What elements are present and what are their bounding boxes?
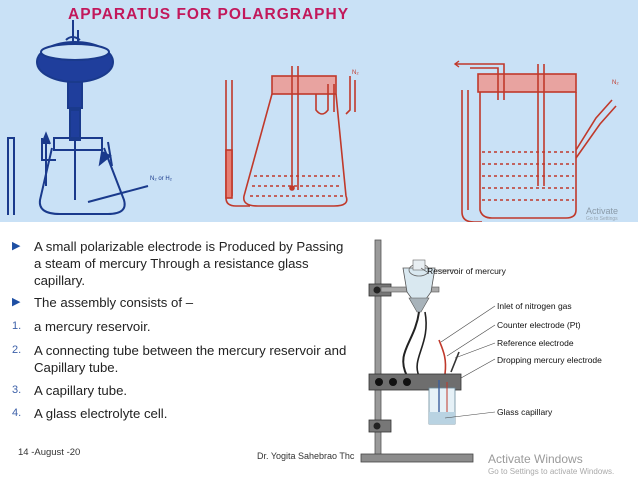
- leader-line: [454, 342, 496, 359]
- sketch3-arrow: [453, 60, 466, 68]
- dropping-mercury-apparatus: Reservoir of mercury Inlet of nitrogen g…: [360, 239, 602, 463]
- footer-author: Dr. Yogita Sahebrao Thc: [257, 451, 355, 461]
- slide-title: APPARATUS FOR POLARGRAPHY: [68, 6, 350, 23]
- footer-date: 14 -August -20: [18, 447, 81, 458]
- clamp-screw: [373, 422, 381, 430]
- clamp-screw: [373, 286, 381, 294]
- solution: [429, 412, 455, 424]
- banner-watermark-sub: Go to Settings: [586, 216, 618, 222]
- reservoir-cap: [412, 259, 426, 271]
- banner-watermark: Activate Go to Settings: [586, 206, 618, 222]
- activate-windows-watermark: Activate Windows Go to Settings to activ…: [488, 452, 614, 476]
- sketch-flask-reservoir: [7, 20, 149, 215]
- list-item: 1. a mercury reservoir.: [12, 318, 352, 335]
- list-item: 2. A connecting tube between the mercury…: [12, 342, 352, 376]
- bullet-arrow-icon: ▶: [12, 296, 21, 308]
- label-reference-electrode: Reference electrode: [497, 338, 574, 348]
- list-item-text: A connecting tube between the mercury re…: [34, 343, 347, 375]
- header-banner: N₂ or H₂ N₂: [0, 0, 638, 222]
- reference-electrode-wire: [450, 351, 460, 373]
- sketch-inlet-label: N₂ or H₂: [150, 176, 173, 182]
- list-number: 4.: [12, 407, 22, 419]
- list-item-text: A capillary tube.: [34, 383, 128, 398]
- list-item-text: A glass electrolyte cell.: [34, 406, 168, 421]
- clamp-knob: [375, 378, 383, 386]
- label-reservoir: Reservoir of mercury: [427, 266, 507, 276]
- watermark-subtitle: Go to Settings to activate Windows.: [488, 467, 615, 476]
- leader-line: [460, 358, 496, 379]
- leader-line: [444, 411, 496, 419]
- connecting-tube: [402, 311, 420, 377]
- list-item-text: A small polarizable electrode is Produce…: [34, 239, 344, 288]
- cell-clamp: [368, 373, 462, 391]
- sketch2-gas-label: N₂: [352, 70, 359, 76]
- list-item: 3. A capillary tube.: [12, 382, 352, 399]
- list-item: ▶ The assembly consists of –: [12, 294, 352, 311]
- list-number: 2.: [12, 344, 22, 356]
- sketch-beaker-cell: [461, 63, 617, 222]
- leader-line: [446, 324, 496, 357]
- clamp-knob: [403, 378, 411, 386]
- list-item: ▶ A small polarizable electrode is Produ…: [12, 238, 352, 289]
- list-item-text: a mercury reservoir.: [34, 319, 151, 334]
- label-glass-capillary: Glass capillary: [497, 407, 553, 417]
- sketch-conical-cell: [225, 66, 356, 207]
- counter-electrode-wire: [438, 339, 447, 375]
- banner-watermark-text: Activate: [586, 206, 619, 216]
- sketch3-gas-label: N₂: [612, 80, 619, 86]
- mercury-level: [408, 297, 430, 313]
- bullet-arrow-icon: ▶: [12, 240, 21, 252]
- label-dropping-electrode: Dropping mercury electrode: [497, 355, 602, 365]
- content-list: ▶ A small polarizable electrode is Produ…: [12, 238, 352, 422]
- list-item-text: The assembly consists of –: [34, 295, 194, 310]
- leader-line: [440, 305, 496, 343]
- list-number: 3.: [12, 384, 22, 396]
- label-counter-electrode: Counter electrode (Pt): [497, 320, 581, 330]
- connecting-tube: [416, 311, 427, 377]
- clamp-knob: [389, 378, 397, 386]
- list-number: 1.: [12, 320, 22, 332]
- stand-base: [360, 453, 474, 463]
- list-item: 4. A glass electrolyte cell.: [12, 405, 352, 422]
- label-inlet: Inlet of nitrogen gas: [497, 301, 572, 311]
- watermark-title: Activate Windows: [488, 452, 583, 466]
- polarography-sketches: N₂ or H₂ N₂: [7, 20, 619, 222]
